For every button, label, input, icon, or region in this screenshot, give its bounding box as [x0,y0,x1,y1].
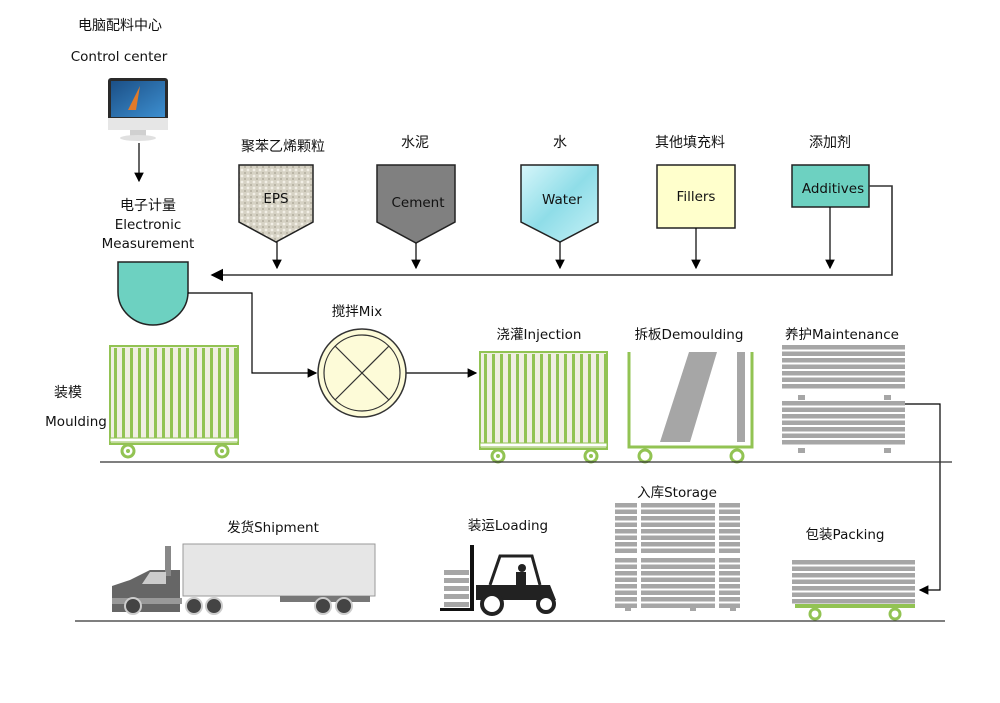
computer-monitor-icon [108,78,168,141]
fillers-label-cn: 其他填充料 [655,135,725,151]
material-additives: 添加剂 Additives [791,135,870,208]
water-label-cn: 水 [553,135,567,151]
storage-panel-stacks [615,503,740,611]
moulding-label-cn: 装模 [54,385,82,401]
moulding-cart [109,345,239,459]
measurement-scale-vessel [117,261,189,326]
packing-pallet [792,560,915,621]
measurement-label-en-1: Electronic [115,217,182,233]
curing-panel-stacks [782,345,905,453]
maintenance-label: 养护Maintenance [785,327,899,343]
eps-label-cn: 聚苯乙烯颗粒 [241,138,325,155]
shipment-label: 发货Shipment [227,519,319,536]
material-fillers: 其他填充料 Fillers [655,135,736,229]
cement-name: Cement [391,195,444,211]
material-eps: 聚苯乙烯颗粒 EPS [238,138,325,243]
forklift-icon [440,545,556,616]
cement-label-cn: 水泥 [401,135,429,151]
measurement-label-en-2: Measurement [102,236,195,252]
eps-name: EPS [263,191,288,207]
material-cement: 水泥 Cement [376,135,456,244]
mix-label: 搅拌Mix [332,304,382,320]
control-center-label-cn: 电脑配料中心 [78,18,162,34]
demoulding-label: 拆板Demoulding [635,327,744,343]
mixer-icon [317,328,407,418]
measurement-label-cn: 电子计量 [120,198,176,214]
truck-icon [112,543,376,615]
packing-label: 包装Packing [806,527,885,543]
injection-cart [479,351,608,464]
additives-label-cn: 添加剂 [809,135,851,151]
storage-label: 入库Storage [637,485,717,501]
loading-label: 装运Loading [468,518,548,534]
water-name: Water [542,192,582,208]
moulding-label-en: Moulding [45,414,107,430]
injection-label: 浇灌Injection [497,327,582,343]
additives-name: Additives [802,181,864,197]
feed-arrows [188,185,941,595]
fillers-name: Fillers [677,189,716,205]
material-water: 水 Water [520,135,599,243]
demoulding-cart [627,352,754,464]
control-center-label-en: Control center [71,49,168,65]
